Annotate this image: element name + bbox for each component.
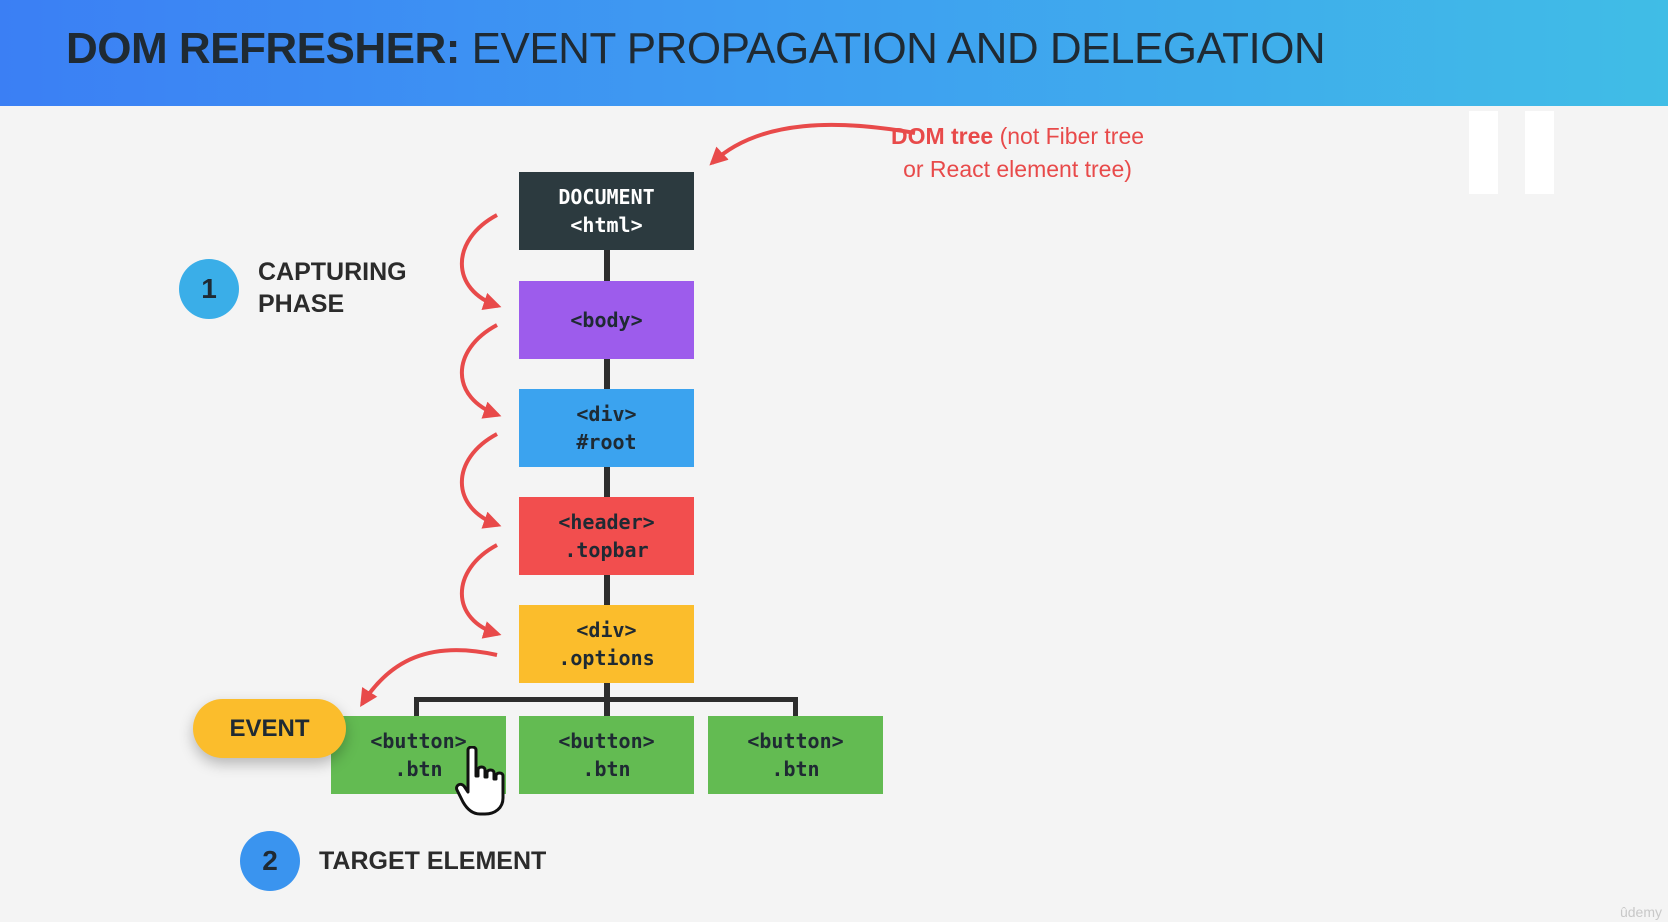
slide-title-bold: DOM REFRESHER:	[66, 24, 460, 73]
node-button-2-line2: .btn	[582, 757, 631, 781]
node-button-1-line2: .btn	[394, 757, 443, 781]
capture-arrow-2	[460, 323, 502, 419]
node-body-line1: <body>	[570, 308, 643, 332]
node-div-root: <div> #root	[519, 389, 694, 467]
tree-branch-line	[414, 697, 798, 702]
node-document-line2: <html>	[570, 213, 643, 237]
dom-tree-annotation-arrow	[709, 122, 916, 166]
capture-arrow-5	[360, 648, 498, 708]
node-button-3-line1: <button>	[747, 729, 844, 753]
annotation-strong: DOM tree	[890, 123, 994, 149]
node-button-2: <button> .btn	[519, 716, 694, 794]
capture-arrow-4	[460, 543, 502, 639]
phase-2-label: TARGET ELEMENT	[319, 847, 547, 875]
event-badge: EVENT	[193, 699, 346, 758]
node-options-line2: .options	[558, 646, 655, 670]
phase-2-badge: 2	[240, 831, 300, 891]
phase-1-badge: 1	[179, 259, 239, 319]
node-header-line2: .topbar	[564, 538, 649, 562]
node-document: DOCUMENT <html>	[519, 172, 694, 250]
node-body: <body>	[519, 281, 694, 359]
node-button-3: <button> .btn	[708, 716, 883, 794]
pause-bar-left	[1469, 111, 1498, 194]
slide-title-rest: EVENT PROPAGATION AND DELEGATION	[459, 24, 1326, 73]
phase-1-label: CAPTURING PHASE	[258, 258, 407, 318]
pause-bar-right	[1525, 111, 1554, 194]
node-document-line1: DOCUMENT	[558, 185, 655, 209]
tree-branch-left	[414, 697, 419, 717]
udemy-watermark: ûdemy	[1619, 904, 1662, 920]
tree-trunk-line	[604, 250, 610, 720]
capture-arrow-3	[460, 432, 502, 529]
tree-branch-right	[793, 697, 798, 717]
event-label: EVENT	[229, 714, 310, 742]
node-options-line1: <div>	[576, 618, 637, 642]
node-root-line2: #root	[576, 430, 637, 454]
phase-1-number: 1	[201, 273, 217, 304]
phase-2-number: 2	[262, 845, 278, 876]
node-div-options: <div> .options	[519, 605, 694, 683]
node-button-1-line1: <button>	[370, 729, 467, 753]
capture-arrow-1	[460, 213, 502, 310]
slide-title: DOM REFRESHER: EVENT PROPAGATION AND DEL…	[66, 24, 1326, 74]
dom-tree-annotation: DOM tree (not Fiber tree or React elemen…	[890, 120, 1145, 186]
annotation-rest: (not Fiber tree or React element tree)	[903, 123, 1145, 182]
node-root-line1: <div>	[576, 402, 637, 426]
node-button-3-line2: .btn	[771, 757, 820, 781]
title-bar: DOM REFRESHER: EVENT PROPAGATION AND DEL…	[0, 0, 1668, 106]
node-header-line1: <header>	[558, 510, 655, 534]
node-header-topbar: <header> .topbar	[519, 497, 694, 575]
node-button-2-line1: <button>	[558, 729, 655, 753]
pointing-hand-cursor-icon	[455, 746, 505, 816]
